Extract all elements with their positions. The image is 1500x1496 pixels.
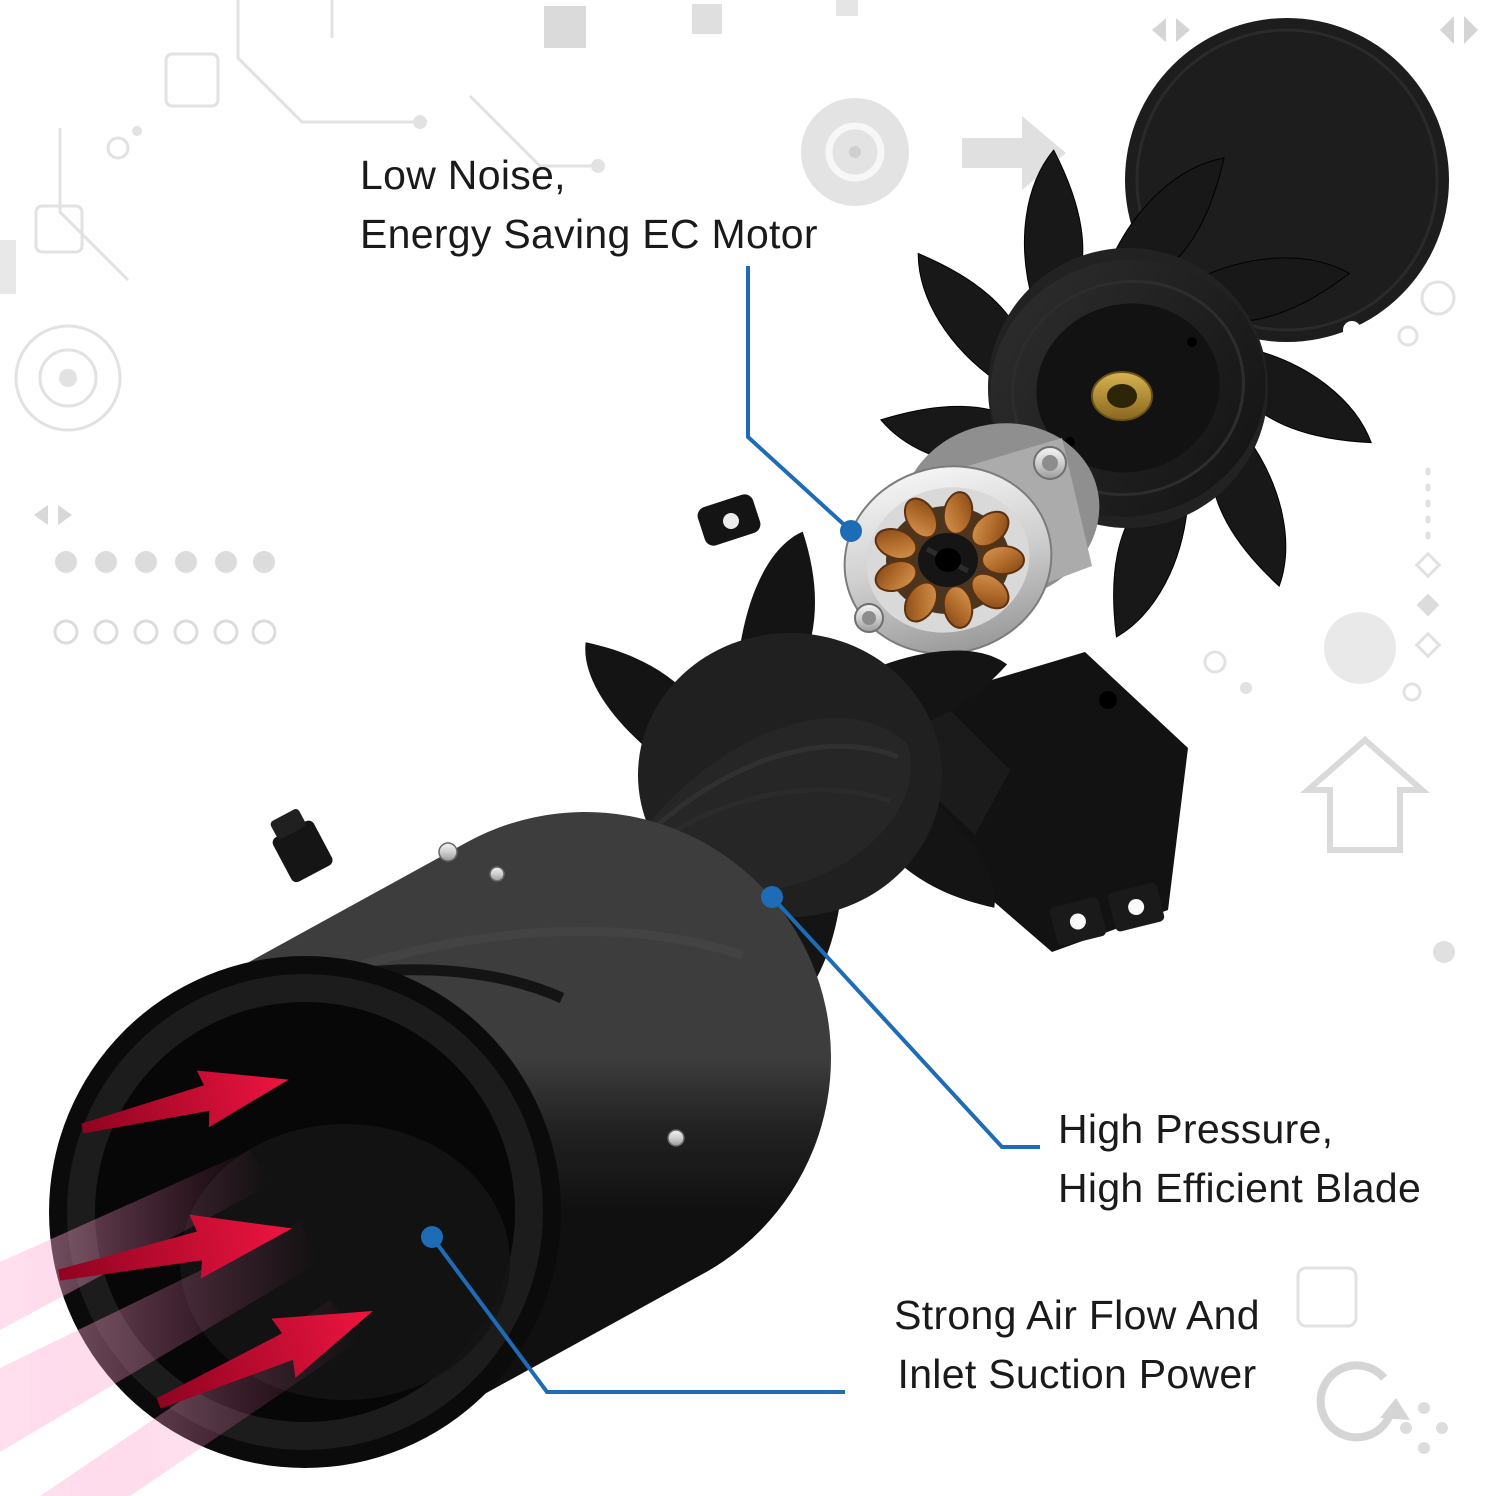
callout-airflow-label: Strong Air Flow And Inlet Suction Power: [862, 1286, 1292, 1405]
circuit-background-decor: [0, 0, 1478, 1454]
callout-blade-label: High Pressure, High Efficient Blade: [1058, 1100, 1421, 1219]
callout-motor-label: Low Noise, Energy Saving EC Motor: [360, 146, 818, 265]
cover-plate: [1125, 18, 1449, 342]
housing-screws: [438, 842, 685, 1147]
callout-dots: [421, 520, 862, 1248]
callout-leaders: [430, 266, 1040, 1394]
leader-line-airflow: [430, 1235, 845, 1394]
hex-screw: [854, 446, 1067, 633]
callout-blade-line1: High Pressure,: [1058, 1106, 1334, 1152]
cable-gland: [270, 809, 333, 883]
bracket-tab: [697, 494, 761, 546]
callout-airflow-line2: Inlet Suction Power: [897, 1351, 1257, 1398]
callout-airflow-line1: Strong Air Flow And: [894, 1292, 1260, 1338]
duct-housing: [49, 809, 831, 1468]
callout-blade-line2: High Efficient Blade: [1058, 1165, 1422, 1212]
callout-dot-motor: [840, 520, 862, 542]
callout-dot-airflow: [421, 1226, 443, 1248]
copper-windings: [874, 491, 1025, 629]
callout-motor-line2: Energy Saving EC Motor: [360, 211, 818, 258]
callout-dot-blade: [761, 886, 783, 908]
leader-line-blade: [770, 895, 1040, 1149]
ec-motor-stator: [843, 423, 1100, 655]
callout-motor-line1: Low Noise,: [360, 152, 566, 198]
leader-line-motor: [746, 266, 853, 533]
